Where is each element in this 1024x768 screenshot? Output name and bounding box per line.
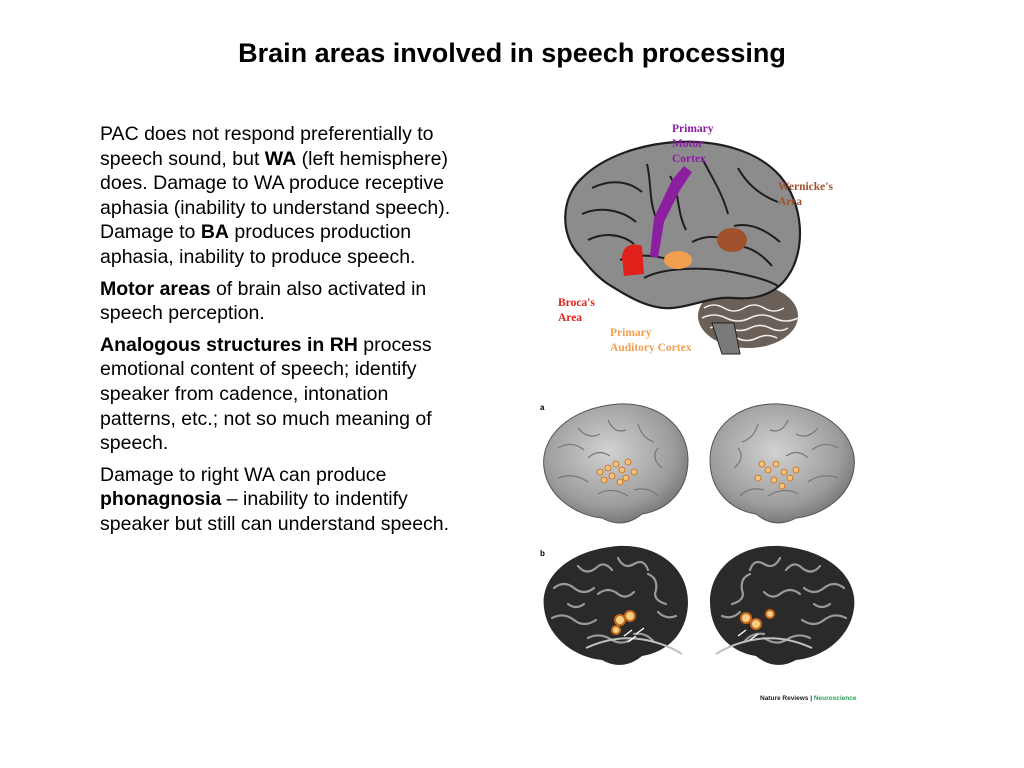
paragraph-wernicke-broca: PAC does not respond preferentially to s…: [100, 122, 455, 270]
paragraph-text: process emotional content of speech; ide…: [100, 333, 432, 455]
panel-a-right-brain: [709, 403, 855, 524]
credit-section: Neuroscience: [814, 695, 857, 702]
panel-b-left-brain: [543, 545, 688, 665]
fmri-figure-svg: a b: [540, 403, 857, 702]
motor-cortex-strip: [650, 166, 692, 258]
bold-term: Motor areas: [100, 277, 211, 300]
panel-b-right-brain: [710, 545, 855, 665]
temporal-lobe-edge: [643, 267, 779, 287]
paragraph-text: PAC does not respond preferentially to s…: [100, 123, 434, 170]
cerebral-cortex: [564, 140, 802, 310]
label-auditory-line2: Auditory Cortex: [610, 342, 692, 354]
label-wernicke-line1: Wernicke's: [778, 181, 833, 193]
paragraph-text: of brain also activated in speech percep…: [100, 277, 427, 325]
fmri-brain-figure: a b: [538, 398, 860, 708]
brain-stem: [711, 322, 741, 355]
paragraph-text: – inability to indentify speaker but sti…: [100, 488, 450, 535]
panel-label-a: a: [540, 403, 545, 412]
paragraph-motor-areas: Motor areas of brain also activated in s…: [100, 277, 455, 326]
panel-label-b: b: [540, 549, 545, 558]
credit-separator: |: [808, 695, 813, 702]
body-text: PAC does not respond preferentially to s…: [100, 122, 455, 544]
label-broca-line1: Broca's: [558, 297, 595, 309]
sulci: [581, 157, 781, 267]
auditory-cortex-region: [664, 251, 692, 269]
brocas-area-region: [622, 244, 644, 276]
label-motor-line3: Cortex: [672, 153, 706, 165]
figure-credit: Nature Reviews | Neuroscience: [760, 695, 857, 702]
brain-areas-diagram: Primary Motor Cortex Wernicke's Area Bro…: [552, 118, 852, 358]
label-motor-line2: Motor: [672, 138, 703, 150]
credit-journal: Nature Reviews: [760, 695, 809, 702]
panel-a-left-brain: [543, 403, 689, 524]
bold-term: WA: [264, 147, 297, 170]
paragraph-text: produces production aphasia, inability t…: [100, 221, 416, 268]
slide-title: Brain areas involved in speech processin…: [238, 38, 786, 68]
bold-term: phonagnosia: [100, 488, 222, 511]
bold-term: BA: [200, 221, 229, 244]
paragraph-phonagnosia: Damage to right WA can produce phonagnos…: [100, 463, 455, 537]
label-motor-line1: Primary: [672, 123, 714, 135]
label-broca-line2: Area: [558, 312, 582, 324]
label-wernicke-line2: Area: [778, 196, 802, 208]
paragraph-text: Damage to right WA can produce: [100, 463, 387, 486]
bold-term: Analogous structures in RH: [100, 333, 358, 356]
label-auditory-line1: Primary: [610, 327, 652, 339]
paragraph-right-hemisphere: Analogous structures in RH process emoti…: [100, 333, 455, 456]
wernickes-area-region: [717, 228, 747, 252]
paragraph-text: (left hemisphere) does. Damage to WA pro…: [100, 147, 451, 244]
brain-diagram-svg: Primary Motor Cortex Wernicke's Area Bro…: [558, 123, 833, 355]
